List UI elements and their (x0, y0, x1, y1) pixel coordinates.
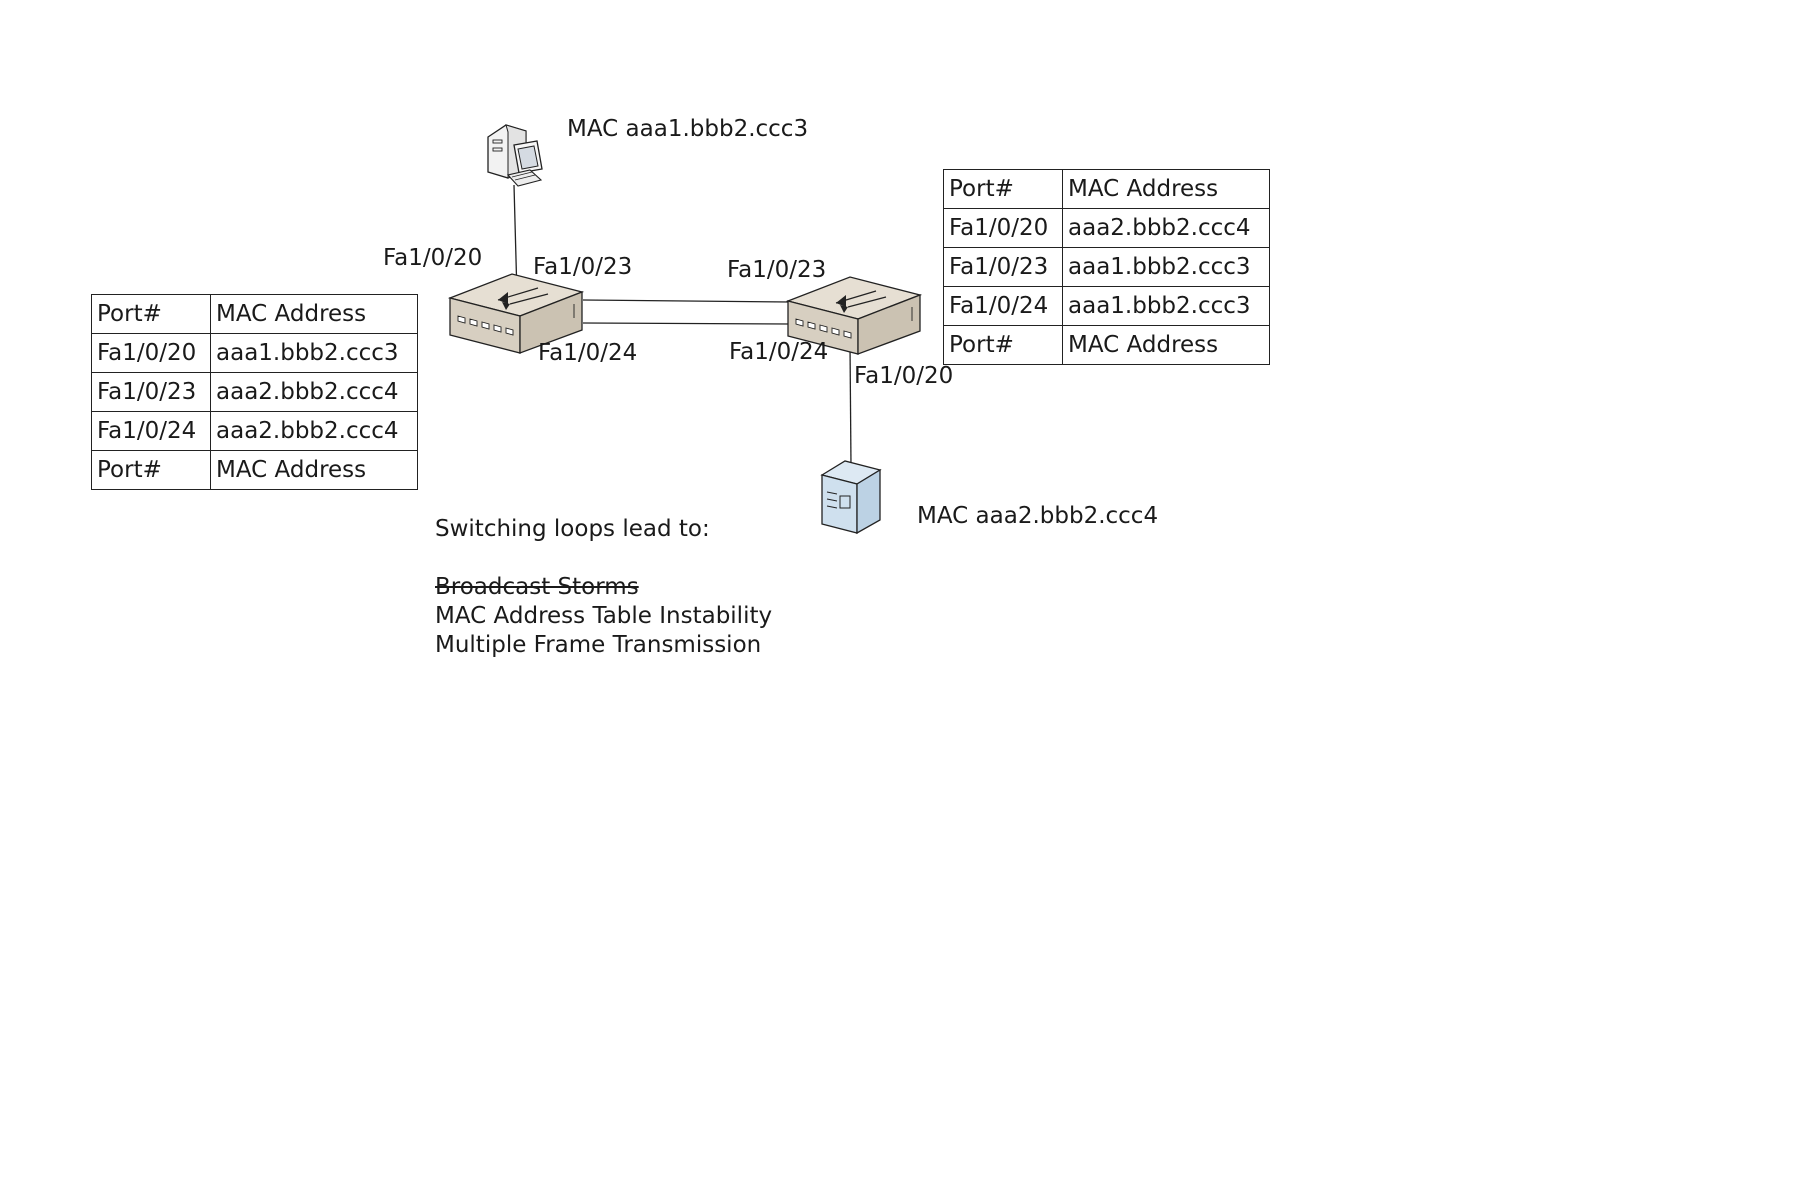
port-cell: Port# (91, 450, 211, 490)
port-cell: Fa1/0/23 (943, 247, 1063, 287)
switch-2-icon (785, 276, 923, 355)
sw2-port-fa24-label: Fa1/0/24 (729, 339, 829, 365)
port-cell: Fa1/0/24 (91, 411, 211, 451)
switch-2-mac-table: Port# MAC Address Fa1/0/20 aaa2.bbb2.ccc… (943, 169, 1270, 365)
mac-cell: aaa2.bbb2.ccc4 (210, 372, 418, 412)
pc-mac-label: MAC aaa1.bbb2.ccc3 (567, 116, 809, 142)
port-cell: Port# (91, 294, 211, 334)
sw1-port-fa24-label: Fa1/0/24 (538, 340, 638, 366)
mac-cell: aaa1.bbb2.ccc3 (1062, 286, 1270, 326)
mac-cell: aaa2.bbb2.ccc4 (1062, 208, 1270, 248)
port-cell: Fa1/0/23 (91, 372, 211, 412)
table-row: Port# MAC Address (91, 294, 418, 334)
mac-cell: aaa2.bbb2.ccc4 (210, 411, 418, 451)
port-cell: Port# (943, 325, 1063, 365)
trunk-link-fa24 (582, 322, 791, 325)
mac-cell: aaa1.bbb2.ccc3 (1062, 247, 1270, 287)
mac-cell: MAC Address (210, 450, 418, 490)
mac-cell: MAC Address (1062, 325, 1270, 365)
port-cell: Port# (943, 169, 1063, 209)
notes-heading: Switching loops lead to: (435, 516, 710, 542)
mac-cell: aaa1.bbb2.ccc3 (210, 333, 418, 373)
note-item-multiple-frame-transmission: Multiple Frame Transmission (435, 632, 762, 658)
sw2-port-fa23-label: Fa1/0/23 (727, 257, 827, 283)
table-row: Fa1/0/20 aaa2.bbb2.ccc4 (943, 208, 1270, 248)
mac-cell: MAC Address (210, 294, 418, 334)
note-item-broadcast-storms: Broadcast Storms (435, 574, 639, 600)
note-item-mac-table-instability: MAC Address Table Instability (435, 603, 773, 629)
table-row: Port# MAC Address (943, 325, 1270, 365)
table-row: Fa1/0/23 aaa2.bbb2.ccc4 (91, 372, 418, 412)
sw1-port-fa23-label: Fa1/0/23 (533, 254, 633, 280)
server-mac-label: MAC aaa2.bbb2.ccc4 (917, 503, 1159, 529)
switch-1-mac-table: Port# MAC Address Fa1/0/20 aaa1.bbb2.ccc… (91, 294, 418, 490)
switching-loops-notes: Switching loops lead to: Broadcast Storm… (435, 515, 772, 660)
port-cell: Fa1/0/24 (943, 286, 1063, 326)
mac-cell: MAC Address (1062, 169, 1270, 209)
table-row: Fa1/0/23 aaa1.bbb2.ccc3 (943, 247, 1270, 287)
table-row: Port# MAC Address (943, 169, 1270, 209)
table-row: Fa1/0/24 aaa2.bbb2.ccc4 (91, 411, 418, 451)
pc-icon (487, 124, 543, 187)
server-icon (820, 460, 882, 535)
table-row: Fa1/0/24 aaa1.bbb2.ccc3 (943, 286, 1270, 326)
table-row: Fa1/0/20 aaa1.bbb2.ccc3 (91, 333, 418, 373)
sw1-port-fa20-label: Fa1/0/20 (383, 245, 483, 271)
table-row: Port# MAC Address (91, 450, 418, 490)
port-cell: Fa1/0/20 (91, 333, 211, 373)
switch-1-icon (447, 273, 585, 354)
sw2-port-fa20-label: Fa1/0/20 (854, 363, 954, 389)
notes-spacer (435, 544, 772, 573)
trunk-link-fa23 (582, 299, 791, 303)
server-uplink-cable (849, 344, 852, 467)
port-cell: Fa1/0/20 (943, 208, 1063, 248)
